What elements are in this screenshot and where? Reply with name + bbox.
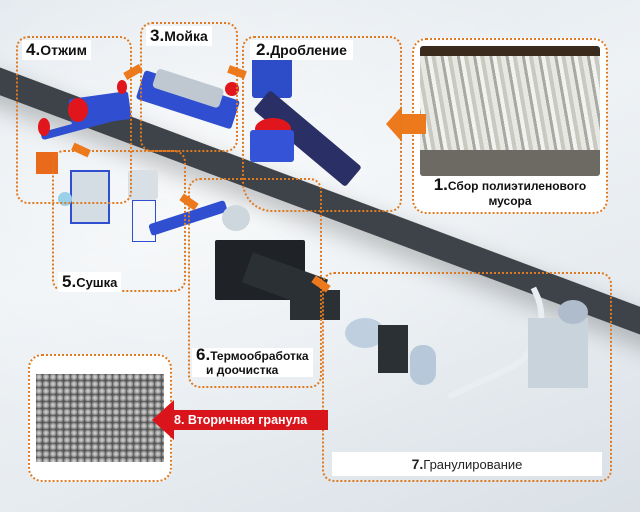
step-5-number: 5. bbox=[62, 272, 77, 291]
step-6-thermal-box: 6.Термообработка и доочистка bbox=[188, 178, 322, 388]
step-6-label: 6.Термообработка и доочистка bbox=[192, 345, 313, 377]
step-6-text-line1: Термообработка bbox=[210, 349, 309, 363]
arrow-left-icon bbox=[386, 106, 426, 142]
step-2-text: Дробление bbox=[270, 42, 347, 58]
step-1-text-line2: мусора bbox=[488, 194, 532, 208]
step-8-text: Вторичная гранула bbox=[187, 413, 308, 427]
step-3-label: 3.Мойка bbox=[146, 26, 212, 46]
step-8-granules-card bbox=[28, 354, 172, 482]
step-7-label: 7.Гранулирование bbox=[332, 452, 602, 476]
step-4-spin-box: 4.Отжим bbox=[16, 36, 132, 204]
plastic-waste-photo bbox=[420, 46, 600, 176]
step-1-label: 1.Сбор полиэтиленового мусора bbox=[414, 175, 606, 209]
step-7-number: 7. bbox=[411, 456, 424, 472]
step-2-label: 2.Дробление bbox=[250, 40, 353, 60]
granules-photo bbox=[36, 374, 164, 462]
step-1-text-line1: Сбор полиэтиленового bbox=[447, 179, 587, 193]
step-5-label: 5.Сушка bbox=[58, 272, 122, 292]
step-1-collection-card: 1.Сбор полиэтиленового мусора bbox=[412, 38, 608, 214]
step-4-label: 4.Отжим bbox=[22, 40, 91, 60]
step-2-crushing-box: 2.Дробление bbox=[242, 36, 402, 212]
step-1-number: 1. bbox=[433, 175, 448, 194]
step-4-text: Отжим bbox=[40, 42, 87, 58]
step-8-number: 8. bbox=[174, 413, 185, 427]
step-2-number: 2. bbox=[256, 40, 271, 59]
step-7-granulation-box: 7.Гранулирование bbox=[322, 272, 612, 482]
step-5-drying-box: 5.Сушка bbox=[52, 150, 186, 292]
step-6-text-line2: и доочистка bbox=[206, 363, 279, 377]
step-5-text: Сушка bbox=[76, 275, 118, 290]
step-7-text: Гранулирование bbox=[423, 457, 523, 472]
step-4-number: 4. bbox=[26, 40, 41, 59]
step-6-number: 6. bbox=[196, 345, 211, 364]
step-8-label: 8. Вторичная гранула bbox=[174, 410, 307, 430]
step-3-text: Мойка bbox=[164, 28, 208, 44]
step-3-number: 3. bbox=[150, 26, 165, 45]
step-3-washing-box: 3.Мойка bbox=[140, 22, 238, 152]
step-8-red-arrow: 8. Вторичная гранула bbox=[152, 400, 332, 440]
